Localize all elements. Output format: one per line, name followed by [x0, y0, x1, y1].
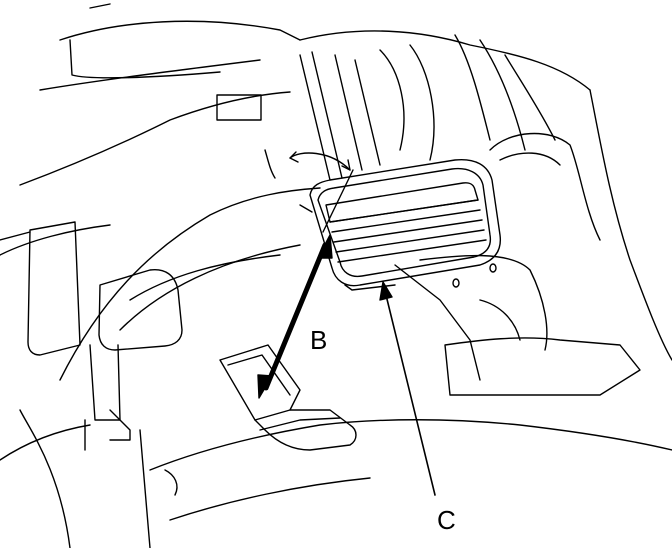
label-b: B	[310, 325, 328, 355]
floor-outline	[0, 188, 672, 520]
pedal-pad	[300, 160, 500, 290]
brake-pedal	[0, 222, 182, 548]
column-structure	[300, 35, 555, 180]
accelerator-pedal	[220, 345, 356, 450]
dashboard-outline	[0, 4, 672, 360]
label-c: C	[437, 505, 456, 535]
angle-arc	[265, 150, 353, 232]
dimension-arrow-b	[257, 234, 333, 399]
leader-line-c	[379, 281, 435, 495]
right-bracket	[395, 134, 640, 395]
